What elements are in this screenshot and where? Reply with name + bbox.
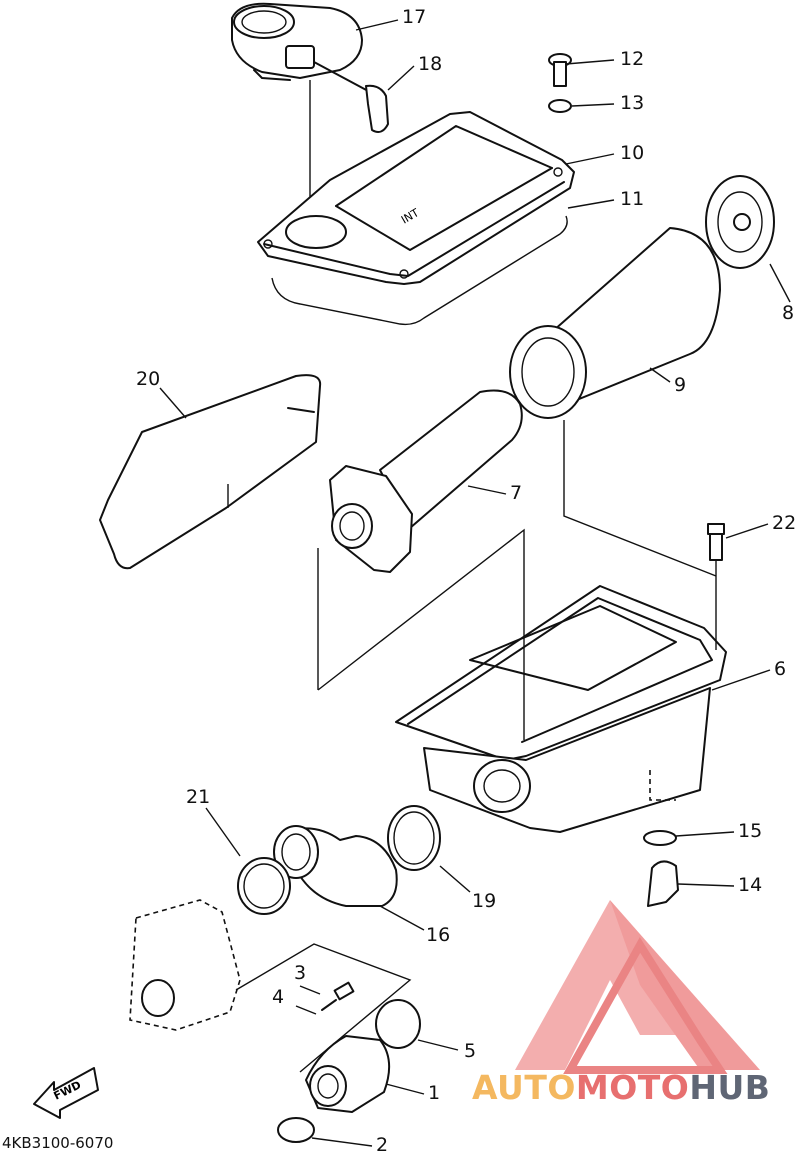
watermark-logo-icon: [515, 900, 760, 1074]
clamp-5: [375, 999, 421, 1049]
label-21: 21: [186, 786, 211, 808]
drain-hose-14: [647, 860, 679, 907]
label-10: 10: [620, 142, 645, 164]
fwd-arrow-icon: FWD: [33, 1067, 99, 1119]
label-15: 15: [738, 820, 763, 842]
label-14: 14: [738, 874, 763, 896]
intake-duct-cap-17: [231, 2, 363, 81]
breather-joint-18: [285, 45, 389, 230]
label-12: 12: [620, 48, 645, 70]
label-4: 4: [272, 986, 285, 1008]
screw-3: [321, 981, 355, 1011]
label-22: 22: [772, 512, 797, 534]
label-18: 18: [418, 53, 443, 75]
label-1: 1: [428, 1082, 441, 1104]
label-7: 7: [510, 482, 523, 504]
washer-13: [548, 99, 572, 113]
clamp-19: [387, 805, 441, 871]
element-guide-7: [329, 389, 523, 573]
label-6: 6: [774, 658, 787, 680]
bolt-22: [707, 523, 725, 650]
label-17: 17: [402, 6, 427, 28]
label-11: 11: [620, 188, 645, 210]
watermark-part1: AUTO: [472, 1068, 576, 1107]
group-outline: [317, 528, 525, 740]
filter-element-9: [509, 227, 721, 419]
label-13: 13: [620, 92, 645, 114]
label-5: 5: [464, 1040, 477, 1062]
clamp-21: [237, 857, 291, 915]
air-filter-case-6: [395, 585, 727, 833]
label-2: 2: [376, 1134, 389, 1156]
carburetor-outline: [129, 899, 241, 1031]
label-9: 9: [674, 374, 687, 396]
case-cap-10: INT: [257, 111, 575, 285]
gasket-11: [271, 215, 568, 326]
watermark-part2: MOTO: [575, 1068, 690, 1107]
label-8: 8: [782, 302, 795, 324]
label-20: 20: [136, 368, 161, 390]
element-cap-8: [705, 175, 775, 269]
bolt-12: [548, 53, 572, 87]
carburetor-joint-1: [305, 1035, 391, 1113]
label-3: 3: [294, 962, 307, 984]
seal-plate-20: [99, 374, 322, 570]
label-19: 19: [472, 890, 497, 912]
leader-lines: [159, 19, 791, 1147]
o-ring-2: [277, 1117, 315, 1143]
watermark-text: AUTOMOTOHUB: [472, 1068, 770, 1107]
label-16: 16: [426, 924, 451, 946]
diagram-code: 4KB3100-6070: [2, 1134, 114, 1152]
joint-16: [273, 825, 398, 907]
clip-15: [643, 830, 677, 846]
watermark-part3: HUB: [689, 1068, 771, 1107]
